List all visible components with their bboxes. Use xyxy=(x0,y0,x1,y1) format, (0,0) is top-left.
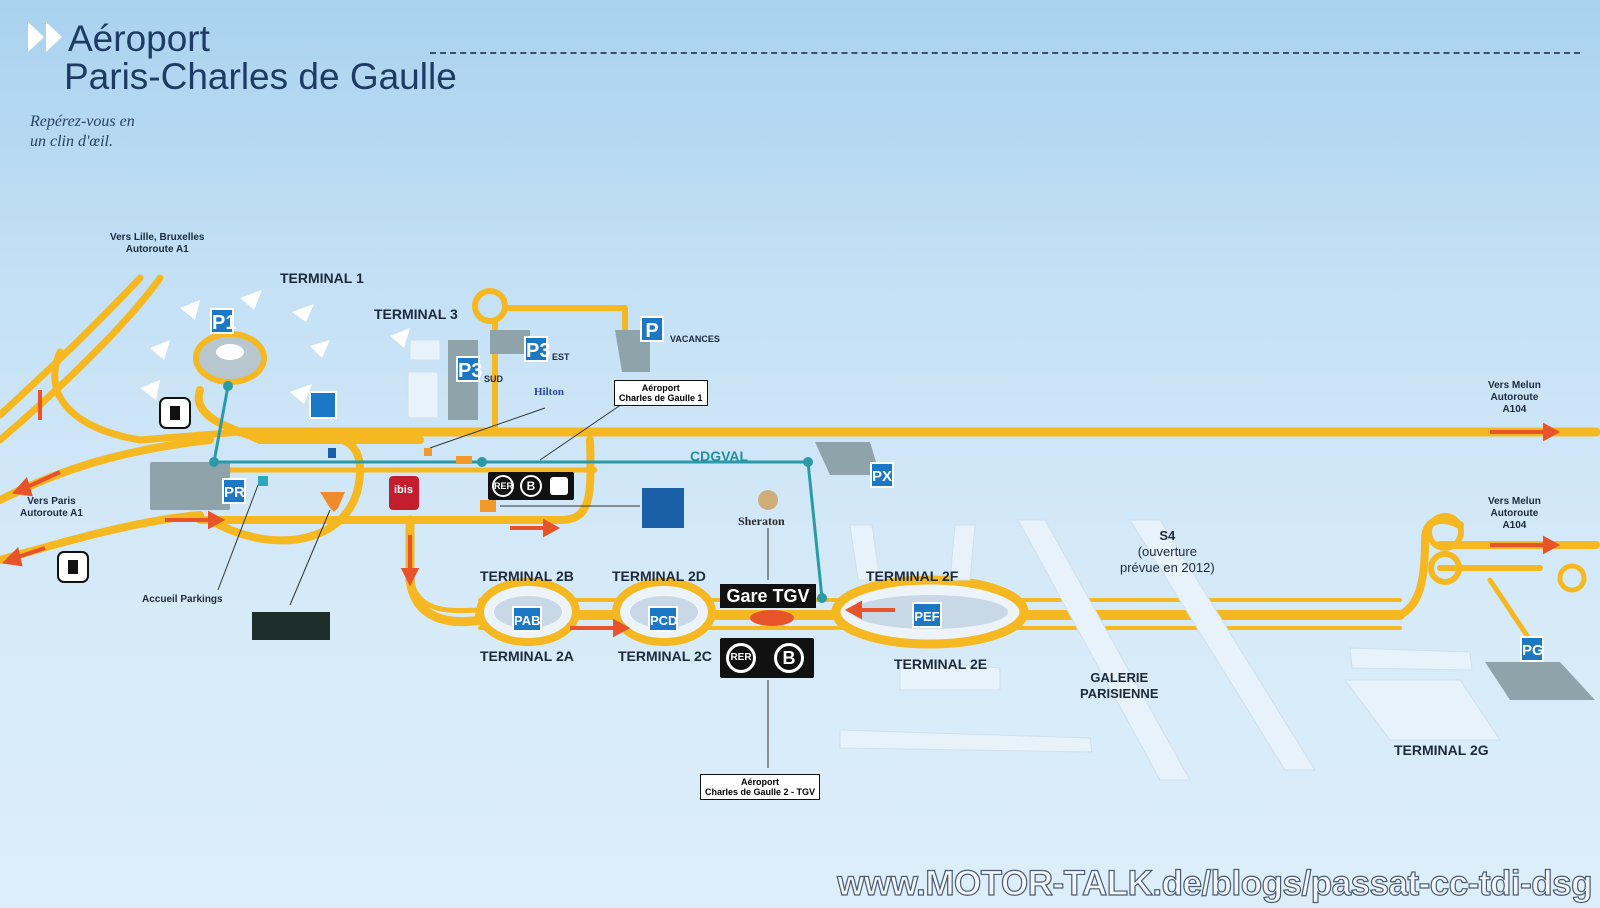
direction-melun-mid-line3: A104 xyxy=(1502,520,1527,531)
station-cdg1: Aéroport Charles de Gaulle 1 xyxy=(614,380,708,406)
direction-melun-mid: Vers Melun Autoroute A104 xyxy=(1488,496,1541,532)
traffic-arrows xyxy=(1,390,1561,638)
galerie-line1: GALERIE xyxy=(1090,670,1149,685)
watermark-text: www.MOTOR-TALK.de/blogs/passat-cc-tdi-ds… xyxy=(837,863,1593,903)
direction-melun-top-line3: A104 xyxy=(1502,404,1527,415)
rer-b-sign-cdg1: RER B xyxy=(488,472,574,500)
gare-tgv-label: Gare TGV xyxy=(720,584,816,608)
leader-lines xyxy=(217,401,769,768)
s4-label: S4 (ouverture prévue en 2012) xyxy=(1120,528,1215,576)
terminal-2a-label: TERMINAL 2A xyxy=(480,648,574,664)
sheraton-logo xyxy=(758,490,778,510)
station-cdg2: Aéroport Charles de Gaulle 2 - TGV xyxy=(700,774,821,800)
terminal-2e-label: TERMINAL 2E xyxy=(894,656,988,672)
parking-vacances-suffix: VACANCES xyxy=(670,334,720,344)
s4-line1: S4 xyxy=(1159,528,1176,543)
terminal-2g-label: TERMINAL 2G xyxy=(1394,742,1489,758)
direction-lille: Vers Lille, Bruxelles Autoroute A1 xyxy=(110,232,205,256)
direction-melun-mid-line1: Vers Melun xyxy=(1488,496,1541,507)
title-line1: Aéroport xyxy=(68,18,210,59)
info-marker-2 xyxy=(258,476,268,486)
terminal-2b-label: TERMINAL 2B xyxy=(480,568,574,584)
cdgval-stations xyxy=(209,381,827,603)
tagline-line1: Repérez-vous en xyxy=(30,113,135,130)
fuel-icon xyxy=(159,397,191,429)
direction-lille-line1: Vers Lille, Bruxelles xyxy=(110,232,205,243)
novotel-logo xyxy=(642,488,684,528)
pullman-logo xyxy=(252,612,330,640)
terminal-2d-label: TERMINAL 2D xyxy=(612,568,706,584)
cdgval-label: CDGVAL xyxy=(690,448,749,464)
sheraton-label: Sheraton xyxy=(738,514,785,528)
shuttle-markers xyxy=(424,448,496,512)
parking-px[interactable]: PX xyxy=(870,462,894,488)
pmr-icon xyxy=(309,391,337,419)
parking-p1[interactable]: P1 xyxy=(210,308,236,334)
direction-paris-line2: Autoroute A1 xyxy=(20,508,83,519)
rer-logo: RER xyxy=(726,643,756,673)
parking-lots xyxy=(150,330,1595,700)
terminal-2c-label: TERMINAL 2C xyxy=(618,648,712,664)
parking-p3-est-suffix: EST xyxy=(552,352,570,362)
terminal-3-label: TERMINAL 3 xyxy=(374,306,458,322)
parking-p3-sud[interactable]: P3 xyxy=(456,356,482,382)
galerie-parisienne-label: GALERIE PARISIENNE xyxy=(1080,670,1159,702)
s4-line3: prévue en 2012) xyxy=(1120,560,1215,575)
header-rule xyxy=(430,52,1580,54)
station-cdg1-line2: Charles de Gaulle 1 xyxy=(619,393,703,403)
direction-melun-top-line1: Vers Melun xyxy=(1488,380,1541,391)
parking-pab[interactable]: PAB xyxy=(512,606,542,632)
station-cdg2-line2: Charles de Gaulle 2 - TGV xyxy=(705,787,816,797)
rer-line-b-cdg1: B xyxy=(520,475,542,497)
fuel-icon-2 xyxy=(57,551,89,583)
title-line2: Paris-Charles de Gaulle xyxy=(64,56,457,97)
station-cdg2-line1: Aéroport xyxy=(741,777,780,787)
parking-vacances[interactable]: P xyxy=(640,316,664,342)
accueil-icon xyxy=(320,492,345,512)
s4-line2: (ouverture xyxy=(1137,544,1197,559)
direction-paris-line1: Vers Paris xyxy=(27,496,76,507)
rer-logo-cdg1: RER xyxy=(492,475,514,497)
rer-line-b: B xyxy=(774,643,804,673)
direction-melun-top-line2: Autoroute xyxy=(1490,392,1539,403)
double-chevron-icon xyxy=(28,22,62,52)
direction-paris: Vers Paris Autoroute A1 xyxy=(20,496,83,520)
parking-p3-est[interactable]: P3 xyxy=(524,336,550,362)
ibis-logo xyxy=(389,476,419,510)
tagline: Repérez-vous en un clin d'œil. xyxy=(30,112,135,152)
galerie-line2: PARISIENNE xyxy=(1080,686,1159,701)
accueil-parkings-label: Accueil Parkings xyxy=(142,594,223,605)
info-marker xyxy=(328,448,336,458)
direction-lille-line2: Autoroute A1 xyxy=(125,244,189,255)
terminal-2f-label: TERMINAL 2F xyxy=(866,568,959,584)
cdgval-line xyxy=(212,385,824,599)
direction-melun-mid-line2: Autoroute xyxy=(1490,508,1539,519)
tagline-line2: un clin d'œil. xyxy=(30,133,113,150)
aircraft-icons xyxy=(140,290,410,404)
hilton-label: Hilton xyxy=(534,386,564,398)
station-cdg1-line1: Aéroport xyxy=(641,383,680,393)
ibis-label: ibis xyxy=(394,484,413,496)
parking-pg[interactable]: PG xyxy=(1520,636,1544,662)
terminal-1-building xyxy=(193,331,267,385)
buildings xyxy=(407,339,1501,781)
direction-melun-top: Vers Melun Autoroute A104 xyxy=(1488,380,1541,416)
parking-p3-sud-suffix: SUD xyxy=(484,374,504,384)
rer-b-sign: RER B xyxy=(720,638,814,678)
bus-icon xyxy=(550,477,568,495)
parking-pef[interactable]: PEF xyxy=(912,602,942,628)
parking-pcd[interactable]: PCD xyxy=(648,606,678,632)
parking-pr[interactable]: PR xyxy=(222,478,246,504)
terminal-1-label: TERMINAL 1 xyxy=(280,270,364,286)
